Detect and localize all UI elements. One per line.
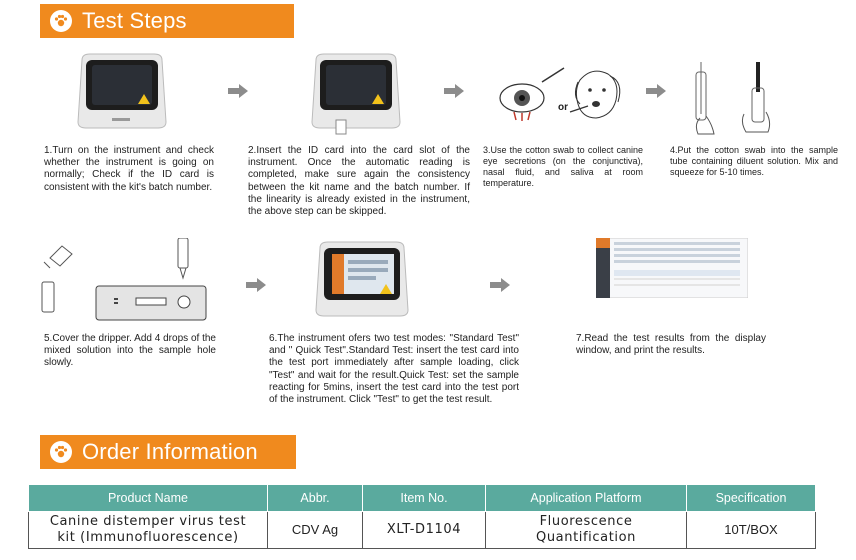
arrow-icon <box>246 278 266 297</box>
arrow-icon <box>444 84 464 103</box>
cell-specification: 10T/BOX <box>686 511 816 549</box>
swab-in-tube-sketch <box>688 58 778 143</box>
dripper-and-test-card-sketch <box>36 237 216 327</box>
paw-icon <box>50 10 72 32</box>
step-6-text: 6.The instrument ofers two test modes: "… <box>269 333 519 406</box>
cell-product-name: Canine distemper virus test kit (Immunof… <box>28 511 268 549</box>
section-title: Order Information <box>82 439 258 464</box>
order-table: Product Name Abbr. Item No. Application … <box>28 484 816 549</box>
section-title: Test Steps <box>82 8 187 33</box>
header-abbr: Abbr. <box>267 484 363 512</box>
test-steps-banner: Test Steps <box>40 4 294 38</box>
header-specification: Specification <box>686 484 816 512</box>
order-information-banner: Order Information <box>40 435 296 469</box>
table-row: Canine distemper virus test kit (Immunof… <box>28 511 816 549</box>
step-4-text: 4.Put the cotton swab into the sample tu… <box>670 145 838 177</box>
step-5-text: 5.Cover the dripper. Add 4 drops of the … <box>44 333 216 369</box>
header-product-name: Product Name <box>28 484 268 512</box>
paw-icon <box>50 441 72 463</box>
eye-and-dog-sketch: or <box>492 60 632 137</box>
cell-platform: Fluorescence Quantification <box>485 511 687 549</box>
header-item-no: Item No. <box>362 484 486 512</box>
or-label: or <box>558 102 568 113</box>
header-application-platform: Application Platform <box>485 484 687 512</box>
results-display-screenshot <box>595 237 749 303</box>
cell-abbr: CDV Ag <box>267 511 363 549</box>
table-header-row: Product Name Abbr. Item No. Application … <box>28 484 816 512</box>
step-3-text: 3.Use the cotton swab to collect canine … <box>483 145 643 188</box>
instrument-screen-image <box>310 240 414 329</box>
arrow-icon <box>646 84 666 103</box>
cell-item-no: XLT-D1104 <box>362 511 486 549</box>
instrument-with-card-image <box>306 52 406 141</box>
step-7-text: 7.Read the test results from the display… <box>576 333 766 357</box>
step-2-text: 2.Insert the ID card into the card slot … <box>248 145 470 218</box>
arrow-icon <box>490 278 510 297</box>
step-1-text: 1.Turn on the instrument and check wheth… <box>44 145 214 193</box>
arrow-icon <box>228 84 248 103</box>
instrument-image <box>72 52 172 137</box>
